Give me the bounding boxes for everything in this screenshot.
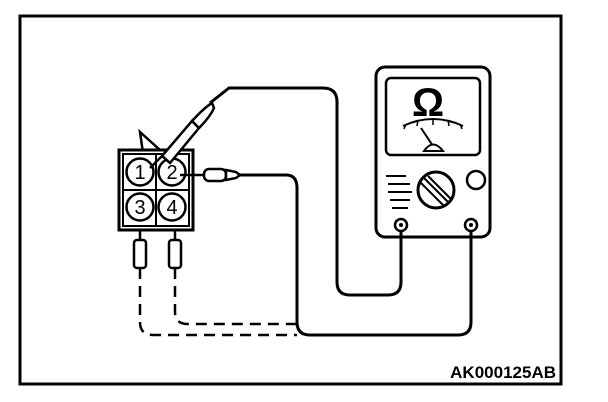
test-lead-pin1-to-meter (209, 86, 403, 297)
pin-1-label: 1 (134, 162, 145, 184)
pin-3-label: 3 (134, 197, 145, 219)
figure-reference-code: AK000125AB (450, 363, 556, 382)
range-selector-knob (416, 170, 456, 210)
connector: 1 2 3 4 (117, 128, 195, 270)
pin-2-label: 2 (166, 162, 177, 184)
terminal-pin-2: 2 (157, 157, 187, 187)
test-probe-pin1 (149, 101, 216, 169)
terminal-pin-3: 3 (125, 192, 155, 222)
terminal-pin-1: 1 (125, 157, 155, 187)
needle-pivot-cap (422, 143, 446, 152)
connector-lock-tab (138, 128, 161, 154)
meter-dial-window (384, 76, 482, 157)
harness-wire-pin3 (138, 268, 297, 337)
ohmmeter: Ω (374, 65, 492, 239)
test-jack-positive (463, 217, 479, 233)
zero-adjust-button (465, 169, 487, 191)
test-jack-negative (393, 217, 409, 233)
pin-4-label: 4 (166, 197, 177, 219)
meter-scale-ticks (403, 119, 463, 130)
figure-frame (18, 14, 563, 386)
ohm-symbol: Ω (412, 81, 444, 125)
terminal-pin-4: 4 (157, 192, 187, 222)
test-lead-pin2-to-meter (238, 173, 473, 337)
range-scale-marks (386, 175, 412, 209)
harness-wire-pin4 (173, 268, 297, 326)
harness-terminal-pin4 (167, 230, 183, 270)
test-probe-pin2 (180, 167, 243, 183)
harness-terminal-pin3 (132, 230, 148, 270)
meter-needle (420, 127, 434, 147)
